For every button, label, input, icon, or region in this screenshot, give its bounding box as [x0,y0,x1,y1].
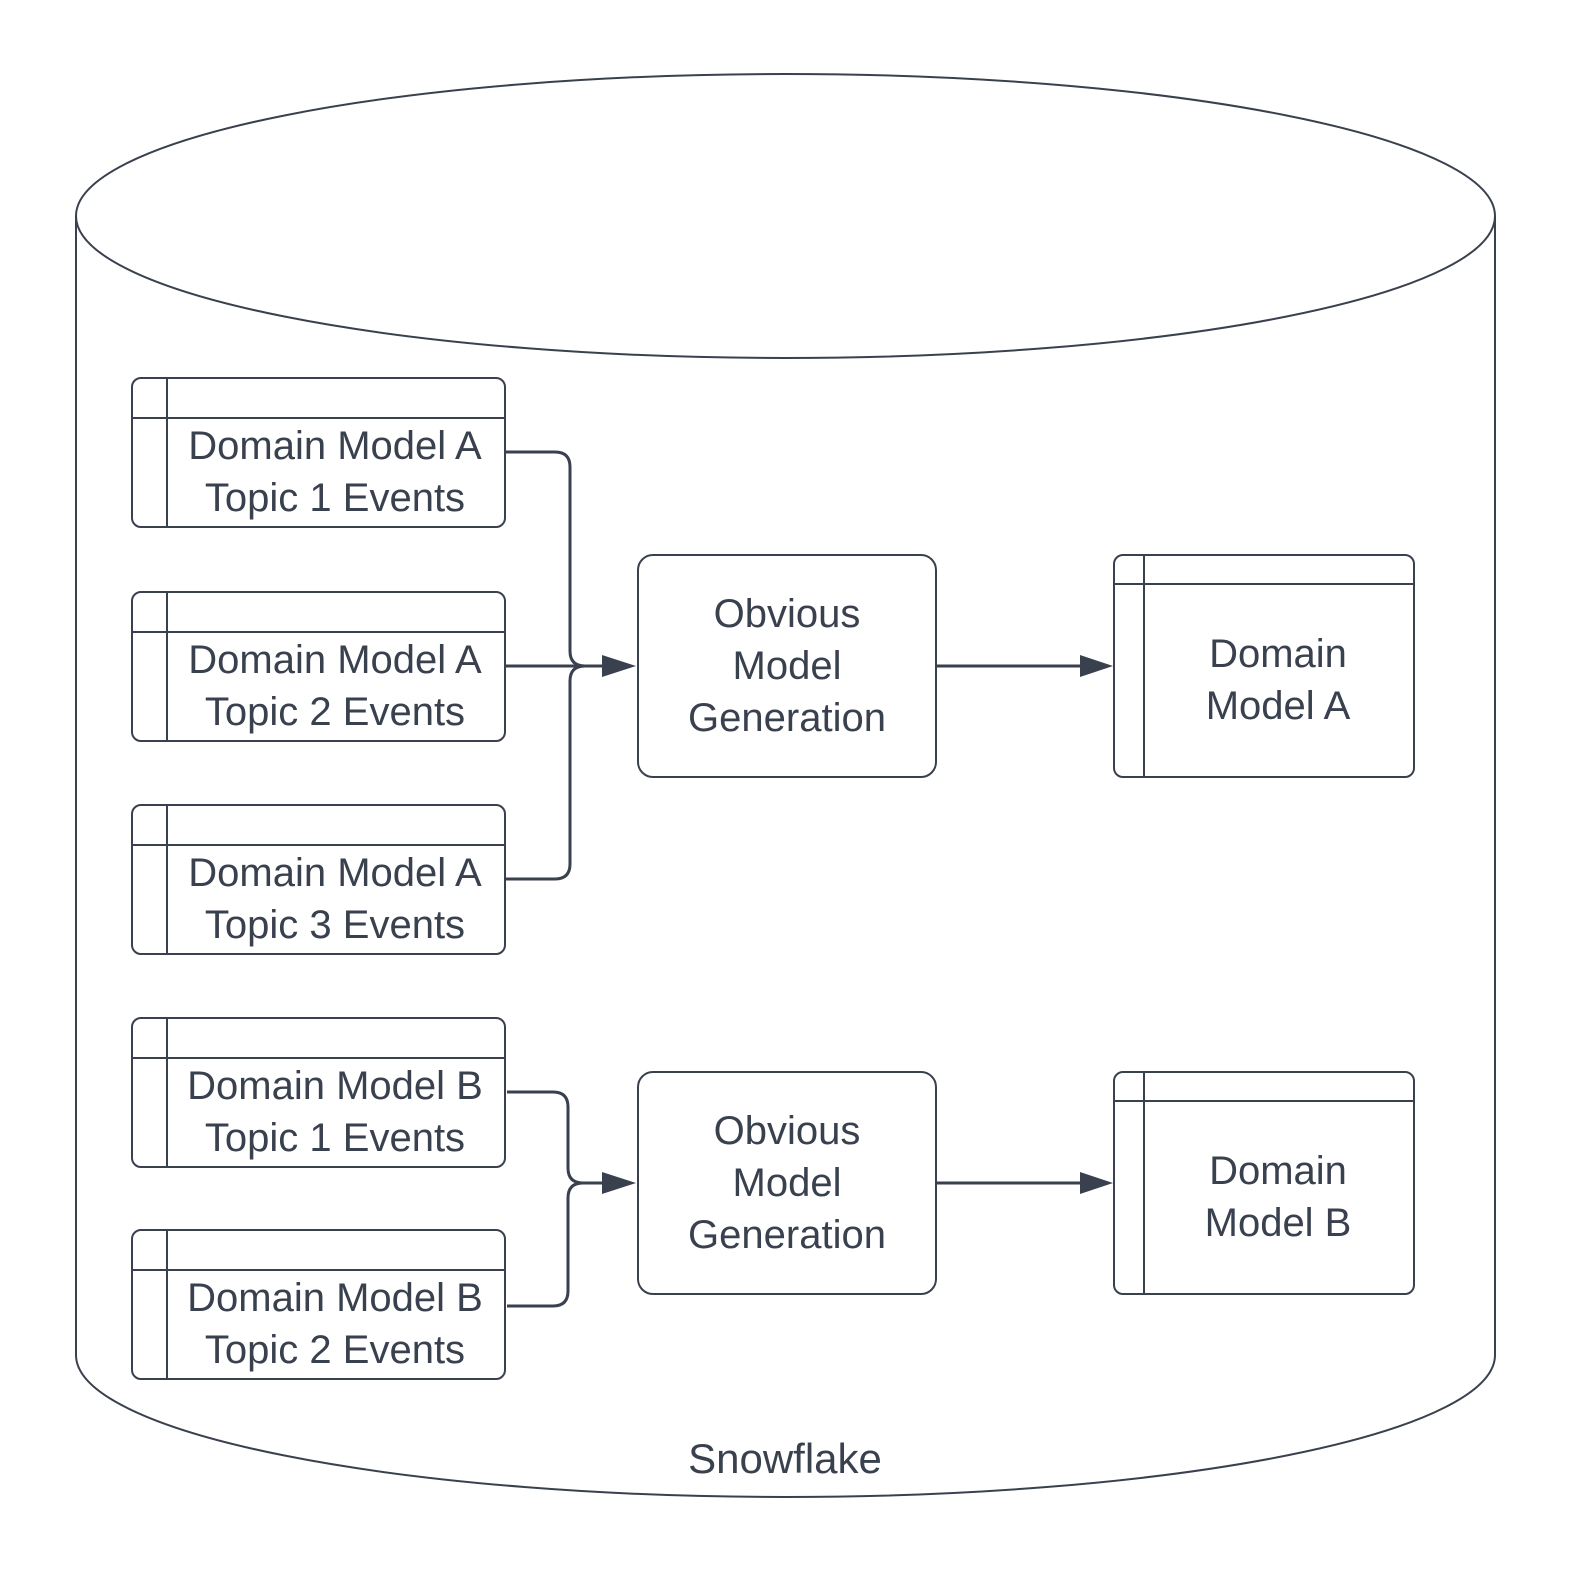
table-node-domain-model-b-topic-1: Domain Model B Topic 1 Events [131,1017,506,1168]
table-column-divider [1143,556,1145,776]
table-node-domain-model-a-topic-3: Domain Model A Topic 3 Events [131,804,506,955]
connector-a-topic1 [506,450,602,668]
table-column-divider [166,379,168,526]
node-label: Domain Model A Topic 3 Events [188,850,482,947]
node-label: Domain Model B Topic 1 Events [187,1063,483,1160]
table-header-divider [133,631,504,633]
cylinder-top-ellipse [75,73,1496,359]
table-header-divider [133,1269,504,1271]
arrowhead-a-into-output [1080,655,1113,677]
node-label: Domain Model A [1205,631,1351,728]
connector-a-topic3 [506,664,586,881]
table-column-divider [1143,1073,1145,1293]
node-label: Domain Model A Topic 2 Events [188,637,482,734]
table-node-domain-model-a-topic-2: Domain Model A Topic 2 Events [131,591,506,742]
table-node-domain-model-a-output: Domain Model A [1113,554,1415,778]
cylinder-label: Snowflake [688,1435,882,1482]
process-node-obvious-model-generation-a: Obvious Model Generation [637,554,937,778]
arrowhead-b-into-process [602,1172,636,1194]
table-column-divider [166,1019,168,1166]
table-node-domain-model-a-topic-1: Domain Model A Topic 1 Events [131,377,506,528]
table-node-domain-model-b-output: Domain Model B [1113,1071,1415,1295]
arrowhead-b-into-output [1080,1172,1113,1194]
node-label: Domain Model B [1204,1148,1352,1245]
table-header-divider [133,1057,504,1059]
table-header-divider [133,417,504,419]
table-column-divider [166,806,168,953]
cylinder-body [75,216,1496,1498]
table-column-divider [166,593,168,740]
table-header-divider [1115,1100,1413,1102]
table-header-divider [133,844,504,846]
connector-b-topic1 [507,1090,602,1185]
table-column-divider [166,1231,168,1378]
node-label: Domain Model B Topic 2 Events [187,1275,483,1372]
node-label: Domain Model A Topic 1 Events [188,423,482,520]
arrowhead-a-into-process [602,655,636,677]
process-node-obvious-model-generation-b: Obvious Model Generation [637,1071,937,1295]
connector-b-topic2 [507,1181,584,1308]
table-header-divider [1115,583,1413,585]
table-node-domain-model-b-topic-2: Domain Model B Topic 2 Events [131,1229,506,1380]
